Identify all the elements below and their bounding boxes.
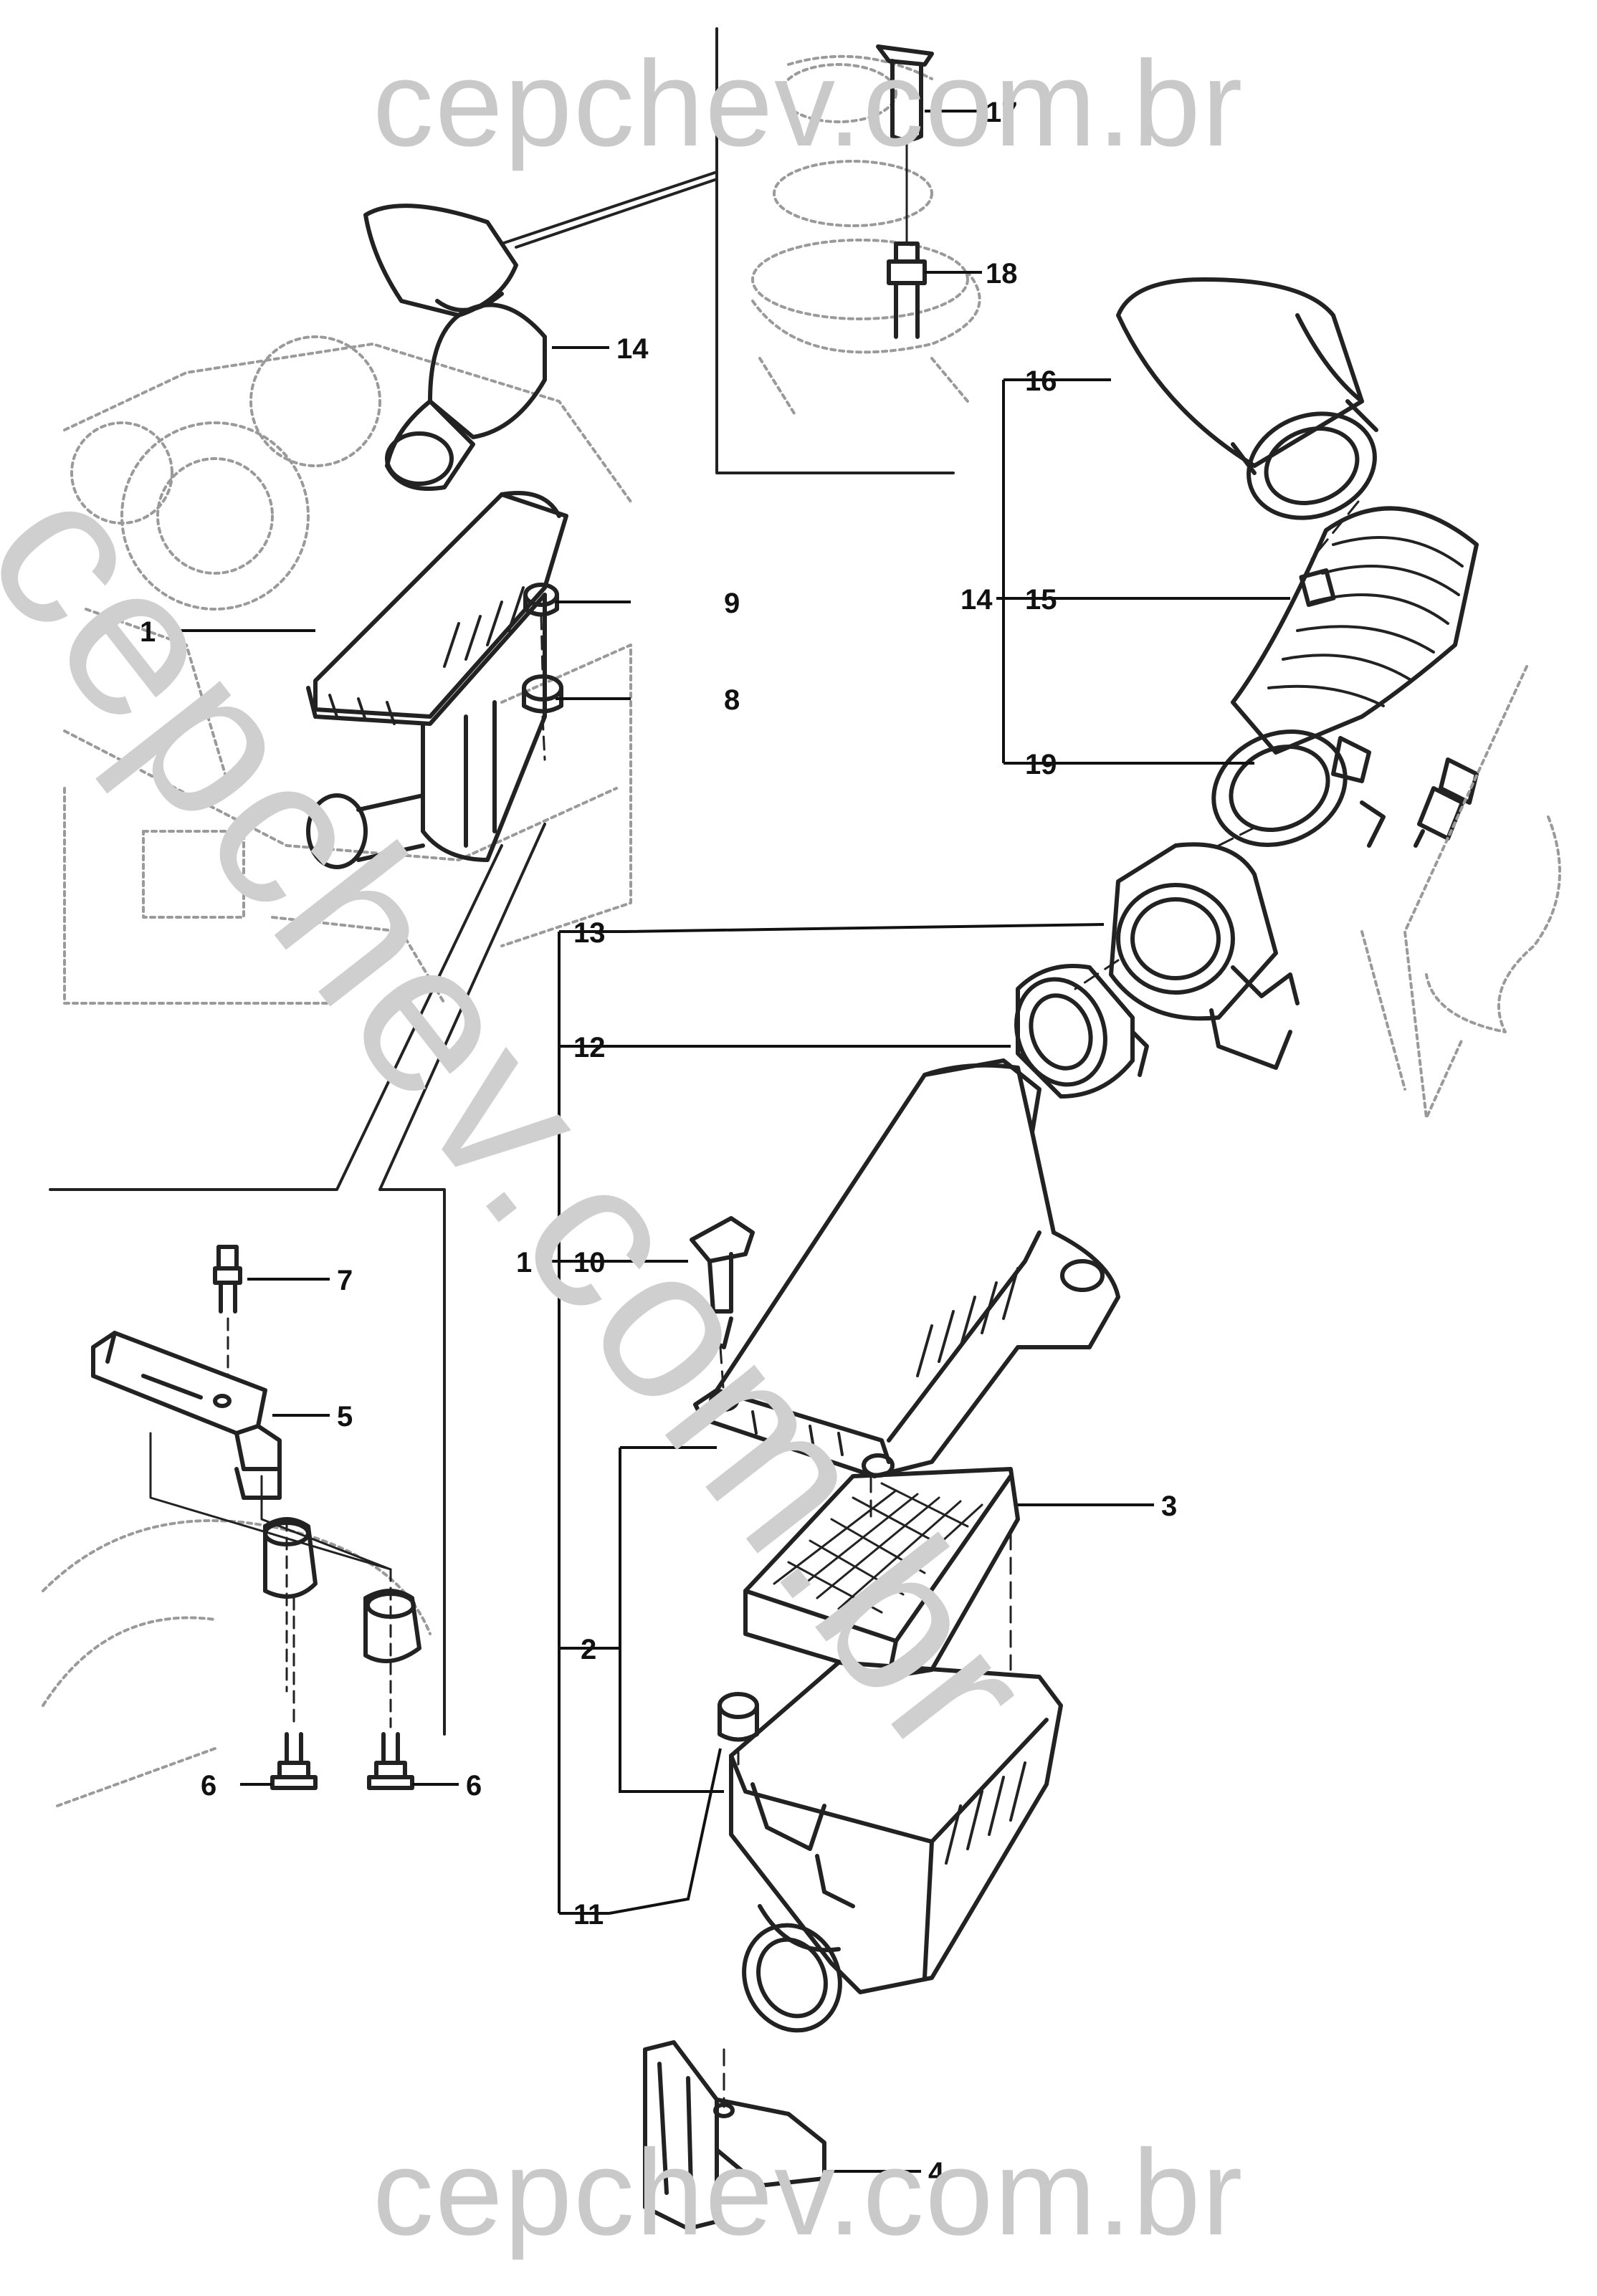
callout-labels: 17 18 16 14 15 19 14 1 9 8 13 12 10 1 7 …	[140, 97, 1177, 2189]
callout-19: 19	[1025, 749, 1057, 780]
callout-10: 10	[573, 1247, 606, 1278]
callout-8: 8	[724, 684, 740, 716]
side-connector	[1414, 757, 1479, 848]
part-15-bellows-hose	[1231, 506, 1479, 755]
part-3-filter-element	[743, 1467, 1020, 1679]
part-6-bolt-left	[270, 1732, 318, 1790]
callout-14-right: 14	[960, 584, 993, 616]
part-4-inlet-bracket	[643, 2040, 826, 2231]
callout-3: 3	[1161, 1491, 1177, 1522]
wiring-context-right	[1360, 665, 1561, 1119]
part-9-nut	[523, 583, 559, 617]
callout-1-mid: 1	[516, 1247, 532, 1278]
callout-4: 4	[928, 2157, 945, 2189]
part-19-hose-clamp-end	[1211, 730, 1386, 848]
callout-18: 18	[986, 258, 1018, 290]
part-10-air-temp-sensor	[690, 1216, 755, 1349]
callout-13: 13	[573, 917, 606, 949]
part-18-sensor	[887, 241, 927, 339]
watermark-top: cepchev.com.br	[373, 36, 1244, 172]
part-2-airbox-lower	[729, 1660, 1063, 2033]
inset-frame-top	[500, 27, 955, 474]
inset-context-dotted	[751, 54, 981, 417]
part-17-pin	[876, 44, 934, 142]
part-1-airbox-small	[306, 491, 568, 869]
engine-context-topleft	[63, 335, 632, 1005]
part-14-hose-small	[363, 204, 547, 491]
inset-guide-lines	[149, 1432, 392, 1693]
callout-2: 2	[581, 1634, 596, 1665]
leader-8-9	[540, 615, 546, 761]
inset-context-lowerleft	[42, 1519, 432, 1807]
part-6-bolt-right	[367, 1732, 414, 1790]
callout-6-left: 6	[201, 1770, 216, 1802]
leader-6-guides	[292, 1597, 392, 1728]
callout-14-left: 14	[616, 333, 649, 365]
callout-1-top: 1	[140, 616, 156, 648]
assembly-axes	[719, 500, 1360, 2108]
part-5-bracket	[91, 1331, 282, 1500]
callout-7: 7	[337, 1265, 353, 1296]
watermark-bottom: cepchev.com.br	[373, 2125, 1244, 2261]
inset-frame-lowerleft	[49, 823, 546, 1736]
callout-6-right: 6	[466, 1770, 482, 1802]
part-16-intake-duct	[1116, 277, 1378, 520]
callout-15: 15	[1025, 584, 1057, 616]
callout-11: 11	[573, 1899, 604, 1931]
rubber-mount-right	[363, 1589, 421, 1663]
part-11-grommet	[718, 1692, 759, 1742]
callout-leaders	[179, 110, 1290, 2173]
part-8-grommet	[522, 674, 563, 714]
callout-17: 17	[986, 97, 1018, 128]
callout-5: 5	[337, 1401, 353, 1432]
part-7-stud	[213, 1245, 242, 1314]
callout-16: 16	[1025, 365, 1057, 397]
callout-9: 9	[724, 588, 740, 619]
part-13-maf-sensor	[1109, 842, 1300, 1070]
part-1-airbox-cover	[693, 1058, 1120, 1478]
rubber-mount-left	[263, 1517, 318, 1599]
callout-12: 12	[573, 1032, 606, 1063]
part-12-coupler	[1014, 964, 1149, 1099]
